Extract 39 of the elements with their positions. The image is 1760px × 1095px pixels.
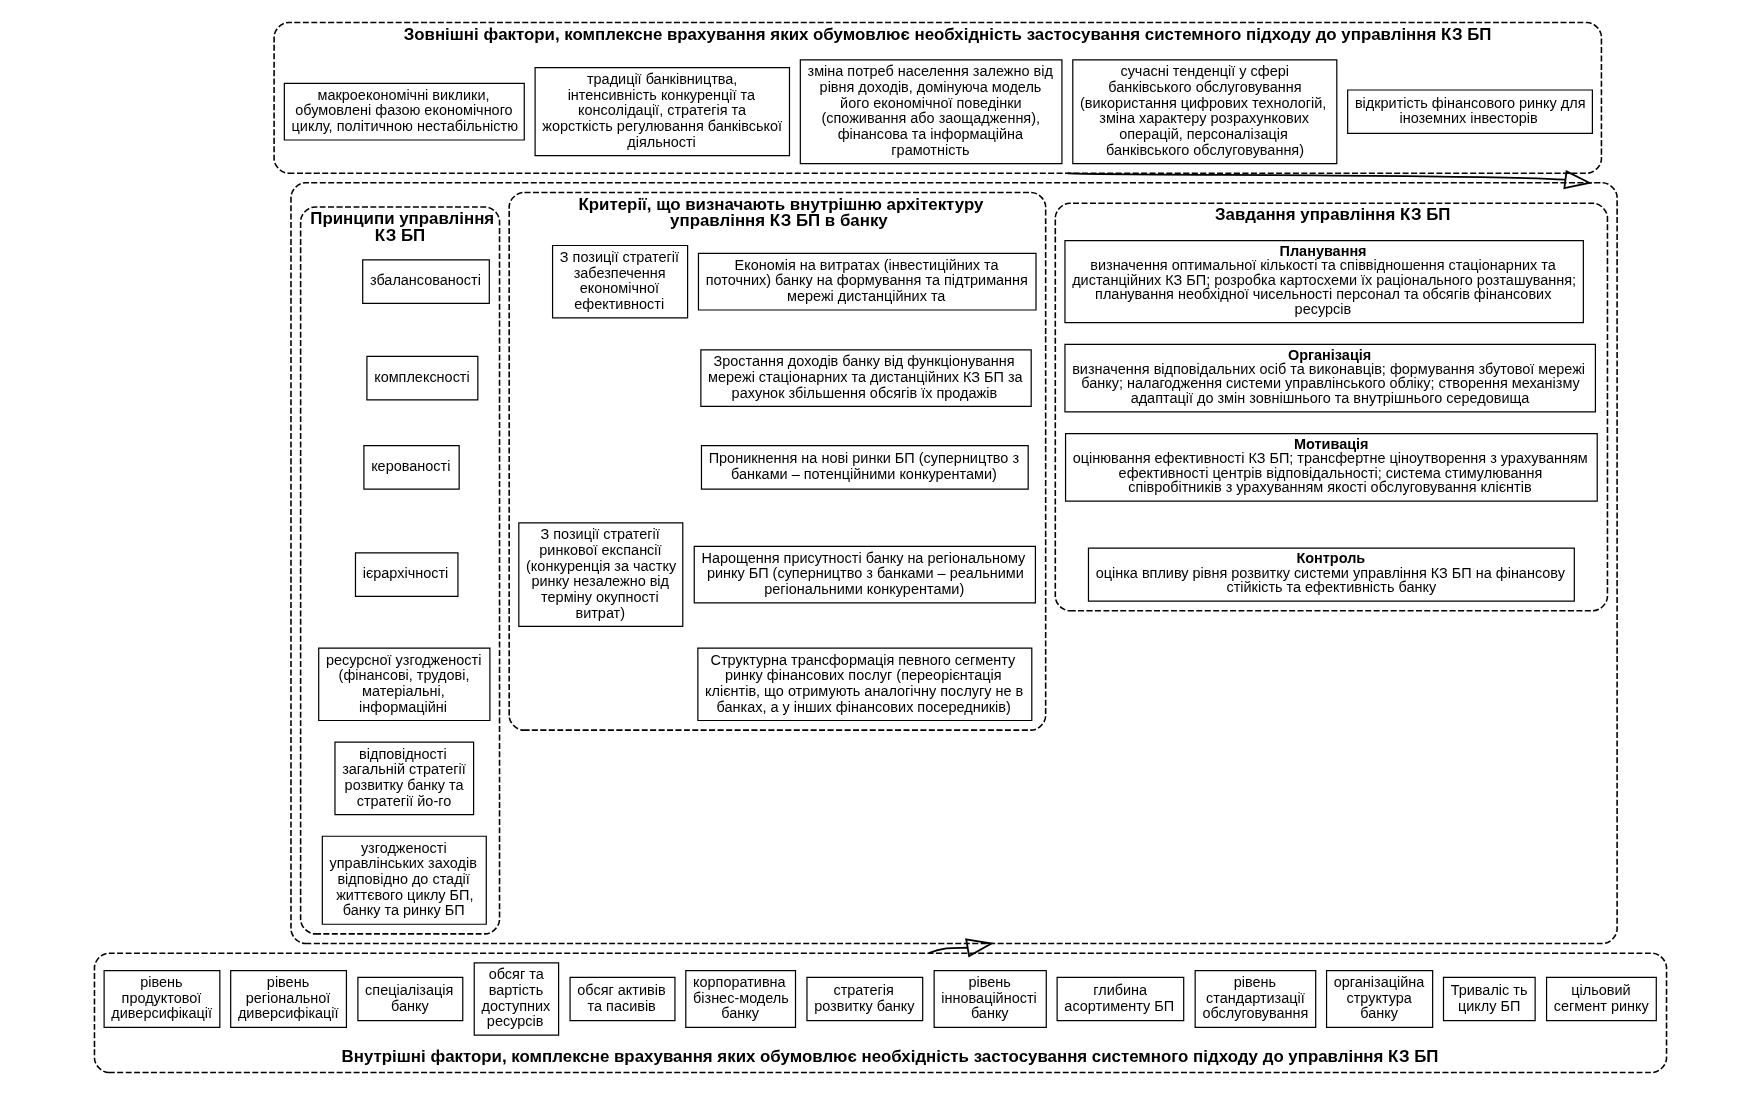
- node-box: рівень інноваційності банку: [933, 970, 1047, 1028]
- node-box: Триваліс ть циклу БП: [1442, 976, 1536, 1022]
- node-box: глибина асортименту БП: [1056, 976, 1184, 1022]
- node-box: рівень продуктової диверсифікації: [103, 970, 220, 1028]
- node-box: макроекономічні виклики, обумовлені фазою економічного циклу, політичною нестабільністю: [283, 82, 525, 141]
- node-box: Структурна трансформація певного сегменту ринку фінансових послуг (переорієнтація клієнтів, що отримують аналогічну послугу не в банках, а у інших фінансових посередників): [696, 647, 1032, 722]
- node-box: ресурсної узгодженості (фінансові, трудові, матеріальні, інформаційні: [317, 647, 490, 722]
- node-box: Планування визначення оптимальної кількості та співвідношення стаціонарних та дистанційних КЗ БП; розробка картосхеми їх раціонального розташування; планування необхідної чисельності персонал та обсягів фінансових ресурсів: [1063, 240, 1584, 324]
- node-box: стратегія розвитку банку: [805, 976, 923, 1022]
- node-box: відкритість фінансового ринку для іноземних інвесторів: [1346, 89, 1593, 134]
- node-box: узгодженості управлінських заходів відповідно до стадії життєвого циклу БП, банку та ринку БП: [321, 835, 487, 925]
- node-box: Нарощення присутності банку на регіональному ринку БП (суперництво з банками – реальними регіональними конкурентами): [693, 545, 1036, 604]
- node-box: Проникнення на нові ринки БП (суперництво з банками – потенційними конкурентами): [700, 445, 1029, 490]
- node-box: Економія на витратах (інвестиційних та поточних) банку на формування та підтримання мережі дистанційних та: [697, 252, 1037, 311]
- node-box: Контроль оцінка впливу рівня розвитку системи управління КЗ БП на фінансову стійкість та ефективність банку: [1087, 547, 1575, 602]
- node-box: сучасні тенденції у сфері банківського обслуговування (використання цифрових технологій, зміна характеру розрахункових операцій, персоналізація банківського обслуговування): [1071, 59, 1337, 165]
- node-box: збалансованості: [361, 259, 490, 304]
- node-box: Мотивація оцінювання ефективності КЗ БП; трансфертне ціноутворення з урахуванням ефективності центрів відповідальності; система стимулювання співробітників з урахуванням якості обслуговування клієнтів: [1064, 432, 1598, 502]
- node-box: корпоративна бізнес-модель банку: [684, 970, 796, 1028]
- node-box: обсяг та вартість доступних ресурсів: [473, 962, 559, 1036]
- node-box: рівень стандартизації обслуговування: [1194, 970, 1316, 1028]
- node-box: обсяг активів та пасивів: [568, 976, 676, 1022]
- node-box: традиції банківництва, інтенсивність конкуренції та консолідації, стратегія та жорсткість регулювання банківської діяльності: [534, 67, 790, 157]
- cluster: [289, 182, 1618, 945]
- node-box: Організація визначення відповідальних осіб та виконавців; формування збутової мережі банку; налагодження системи управлінського обліку; створення механізму адаптації до змін зовнішнього та внутрішнього середовища: [1063, 343, 1596, 413]
- node-box: З позиції стратегії ринкової експансії (конкуренція за частку ринку незалежно від терміну окупності витрат): [517, 522, 683, 628]
- node-box: комплексності: [365, 355, 478, 401]
- node-box: керованості: [362, 445, 460, 490]
- node-box: рівень регіональної диверсифікації: [229, 970, 347, 1028]
- node-box: спеціалізація банку: [356, 976, 463, 1022]
- node-box: ієрархічності: [354, 552, 459, 597]
- arrow: [927, 938, 994, 958]
- node-box: З позиції стратегії забезпечення економічної ефективності: [551, 244, 688, 319]
- arrow: [1065, 170, 1592, 190]
- node-box: цільовий сегмент ринку: [1545, 976, 1657, 1022]
- node-box: організаційна структура банку: [1325, 970, 1433, 1028]
- node-box: відповідності загальній стратегії розвитку банку та стратегії йо-го: [333, 741, 474, 816]
- node-box: Зростання доходів банку від функціонування мережі стаціонарних та дистанційних КЗ БП за рахунок збільшення обсягів їх продажів: [699, 349, 1032, 408]
- node-box: зміна потреб населення залежно від рівня доходів, домінуюча модель його економічної поведінки (споживання або заощадження), фінансова та інформаційна грамотність: [799, 59, 1063, 165]
